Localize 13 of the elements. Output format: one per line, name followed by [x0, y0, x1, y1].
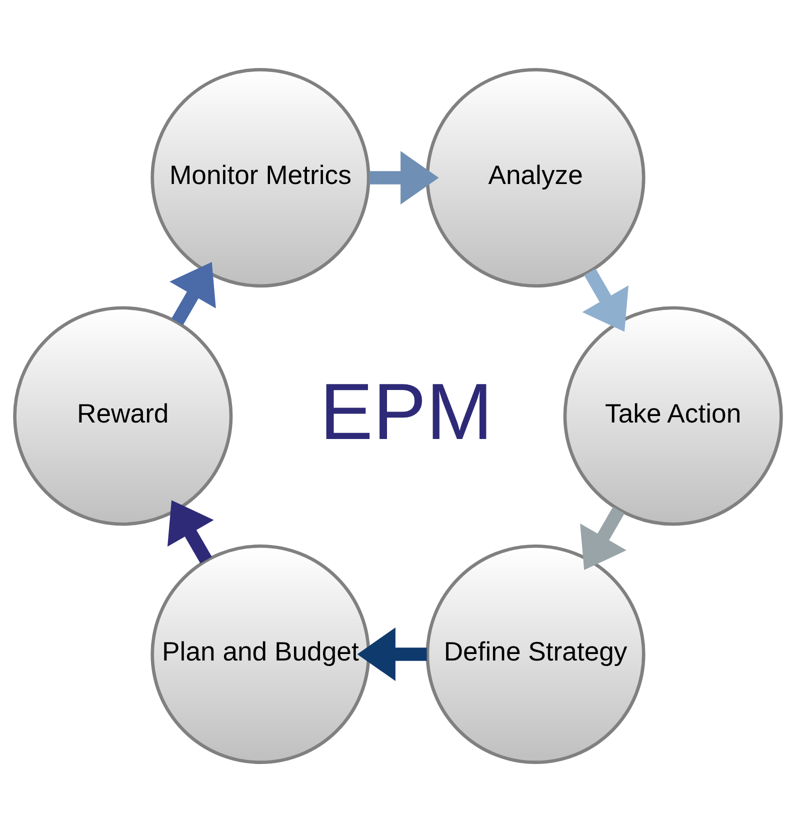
label: EPM: [320, 366, 493, 456]
arrow: [167, 500, 214, 563]
node-circle: Analyze: [426, 68, 646, 288]
arrow: [369, 150, 439, 204]
node-circle: Plan and Budget: [150, 544, 370, 764]
arrow: [170, 261, 216, 325]
arrow: [357, 626, 427, 680]
node-circle: Reward: [13, 306, 233, 526]
arrow: [580, 506, 626, 570]
node-circle: Monitor Metrics: [150, 68, 370, 288]
node-circle: Define Strategy: [426, 544, 646, 764]
arrow: [582, 268, 629, 332]
node-circle: Take Action: [563, 306, 783, 526]
